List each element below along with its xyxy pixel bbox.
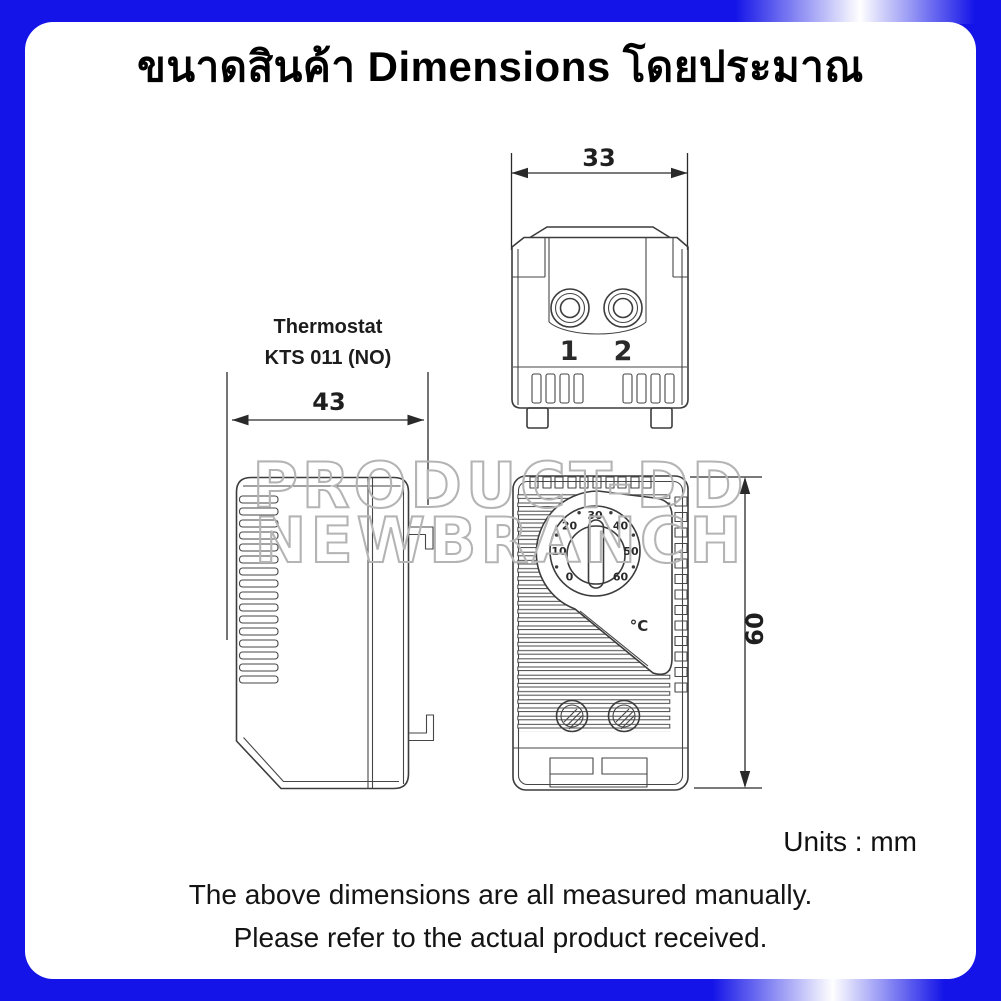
dial-unit-label: °C [630, 617, 649, 635]
side-view-drawing: 43 [226, 372, 435, 790]
dial-scale-20: 20 [562, 520, 578, 533]
white-panel [25, 22, 976, 979]
units-label: Units : mm [783, 826, 917, 857]
dial-knob [566, 525, 626, 585]
front-right-slots [674, 496, 688, 693]
watermark: PRODUCT-DD NEWBRANCH [251, 448, 747, 578]
dial-knob-slot [587, 519, 605, 589]
dial-outer-ring [549, 505, 641, 597]
page-title: ขนาดสินค้า Dimensions โดยประมาณ [137, 43, 864, 90]
frame-glare-bottom [712, 977, 944, 1001]
front-view-drawing: 0 10 20 30 40 50 60 °C [512, 475, 769, 791]
din-hook-top [408, 526, 434, 550]
dial-tick-dots [554, 511, 636, 569]
dial-scale-0: 0 [566, 571, 574, 584]
footer-note-1: The above dimensions are all measured ma… [188, 879, 813, 910]
dial-scale-60: 60 [613, 571, 629, 584]
top-view-drawing: 33 1 2 [510, 144, 689, 429]
dial-scale-40: 40 [613, 520, 629, 533]
frame-glare-top [735, 0, 975, 24]
dial-scale-30: 30 [587, 509, 603, 522]
dial-scale-50: 50 [623, 545, 639, 558]
dim-side-depth-label: 43 [312, 388, 345, 416]
screw-terminals [555, 699, 641, 733]
dim-front-height-label: 60 [741, 612, 769, 645]
product-label-line1: Thermostat [273, 316, 383, 338]
dim-top-width-label: 33 [582, 144, 615, 172]
dial-scale-10: 10 [551, 545, 567, 558]
din-hook-bottom [408, 714, 435, 742]
side-fins [238, 495, 279, 684]
footer-note-2: Please refer to the actual product recei… [233, 922, 768, 953]
terminal-2-label: 2 [614, 336, 633, 367]
front-top-slots [529, 476, 652, 489]
watermark-line1: PRODUCT-DD [252, 449, 747, 522]
watermark-line2: NEWBRANCH [255, 504, 746, 577]
terminal-1-label: 1 [560, 336, 579, 367]
product-label-line2: KTS 011 (NO) [264, 347, 392, 369]
product-label: Thermostat KTS 011 (NO) [233, 312, 423, 374]
